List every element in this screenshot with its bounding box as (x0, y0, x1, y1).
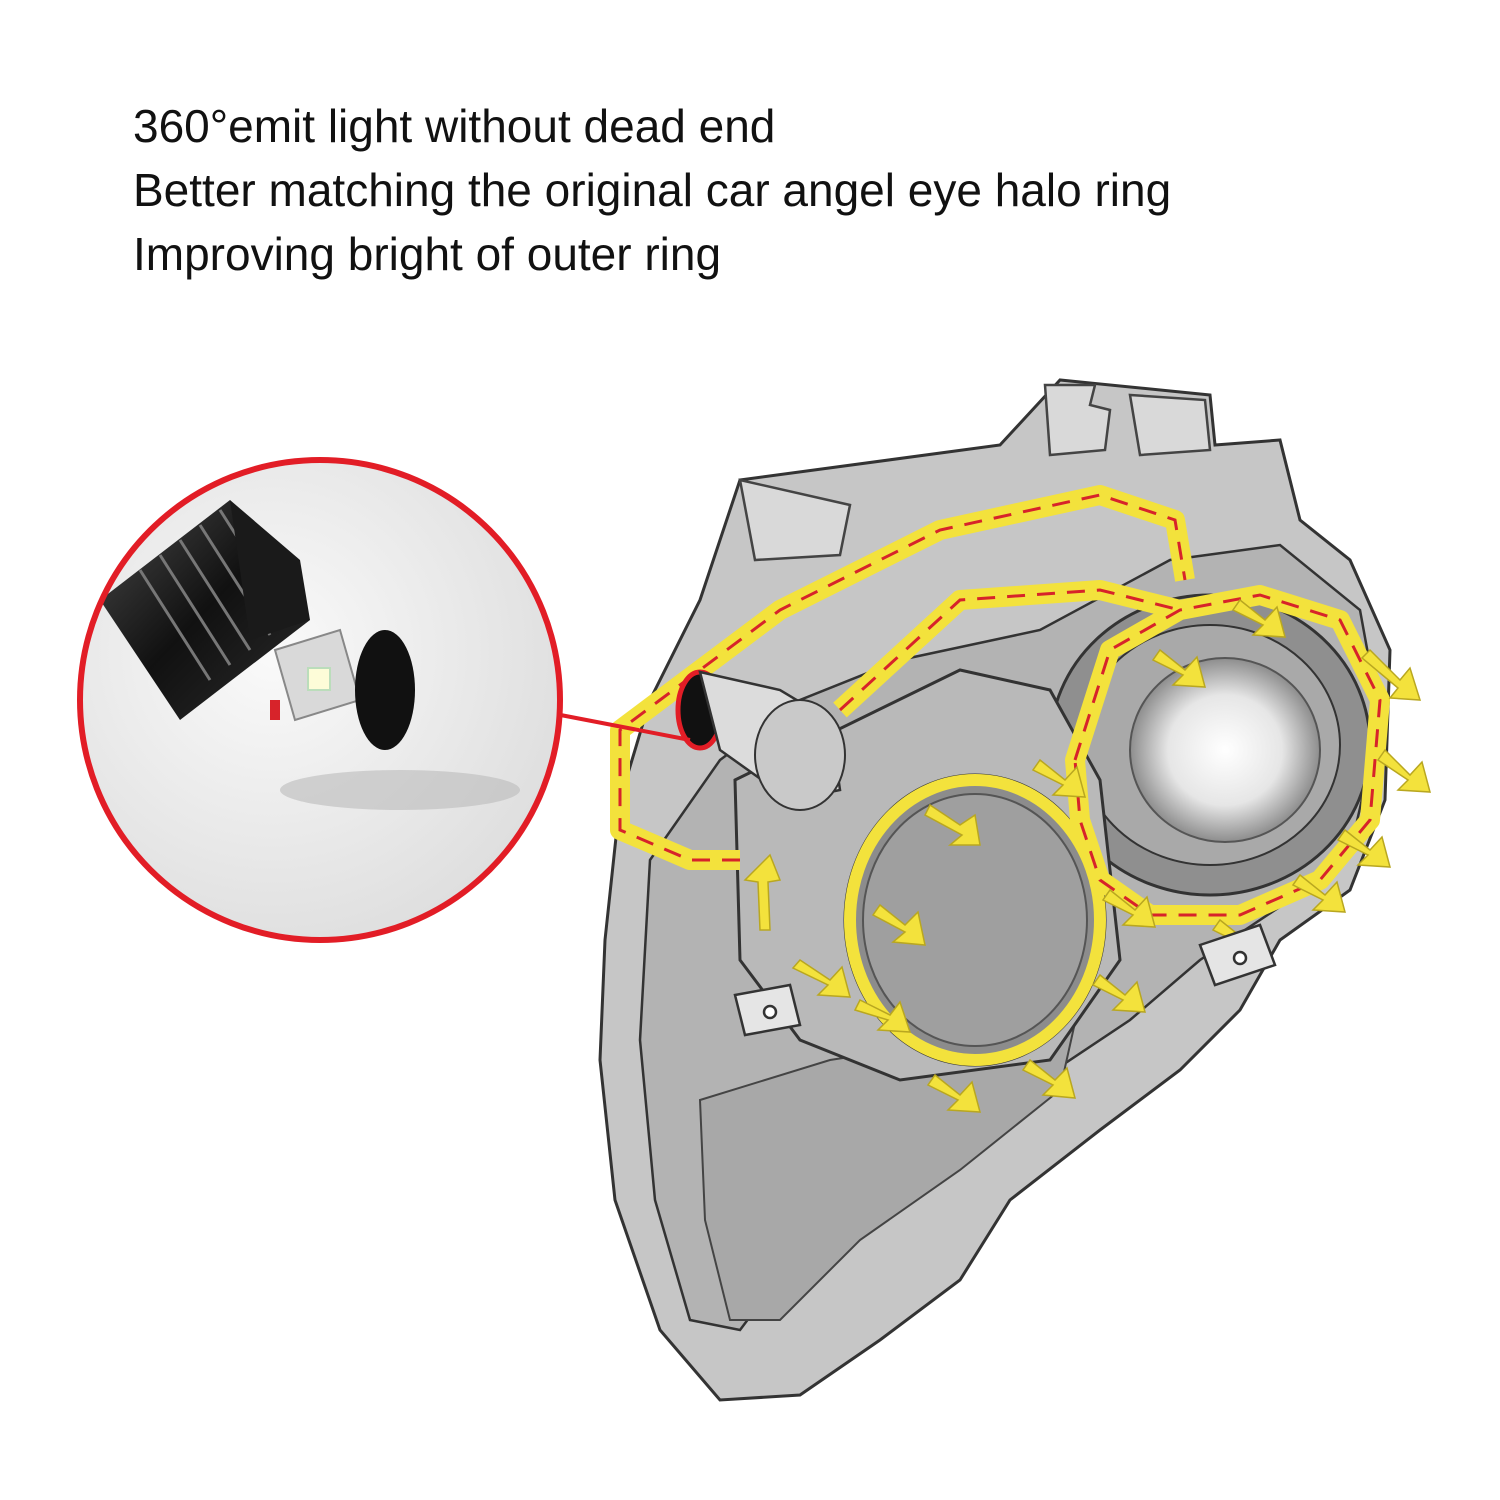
bulb-closeup (77, 457, 563, 943)
emission-arrow (1021, 1058, 1077, 1099)
emission-arrow (853, 998, 912, 1033)
right-projector (1048, 593, 1372, 897)
inner-halo-ring (844, 774, 1106, 1066)
emission-arrow (1151, 648, 1206, 688)
caption-block: 360°emit light without dead end Better m… (0, 0, 1500, 300)
emission-arrow (924, 803, 981, 846)
mounting-tabs (733, 923, 1277, 1037)
callout-line (544, 710, 691, 742)
emission-arrow (1376, 748, 1431, 793)
emission-arrow (791, 959, 851, 998)
emission-arrow (926, 1073, 981, 1113)
caption-line-360-emit: 360°emit light without dead end (133, 100, 776, 152)
caption-line-improving-bright: Improving bright of outer ring (133, 228, 722, 280)
emission-arrow (1091, 973, 1146, 1013)
emission-arrow (1360, 648, 1422, 701)
emission-arrows (743, 598, 1431, 1113)
caption-line-better-matching: Better matching the original car angel e… (133, 164, 1172, 216)
emission-arrow (1101, 888, 1156, 928)
emission-arrow (1291, 873, 1346, 913)
bulb-socket (675, 669, 846, 811)
emission-arrow (1031, 758, 1086, 798)
emission-arrow (743, 853, 782, 931)
light-guide-path (610, 485, 1195, 870)
flow-arrows (618, 493, 1382, 917)
emission-arrow (871, 903, 926, 946)
emission-arrow (1231, 598, 1286, 638)
emission-arrow (1336, 828, 1391, 868)
